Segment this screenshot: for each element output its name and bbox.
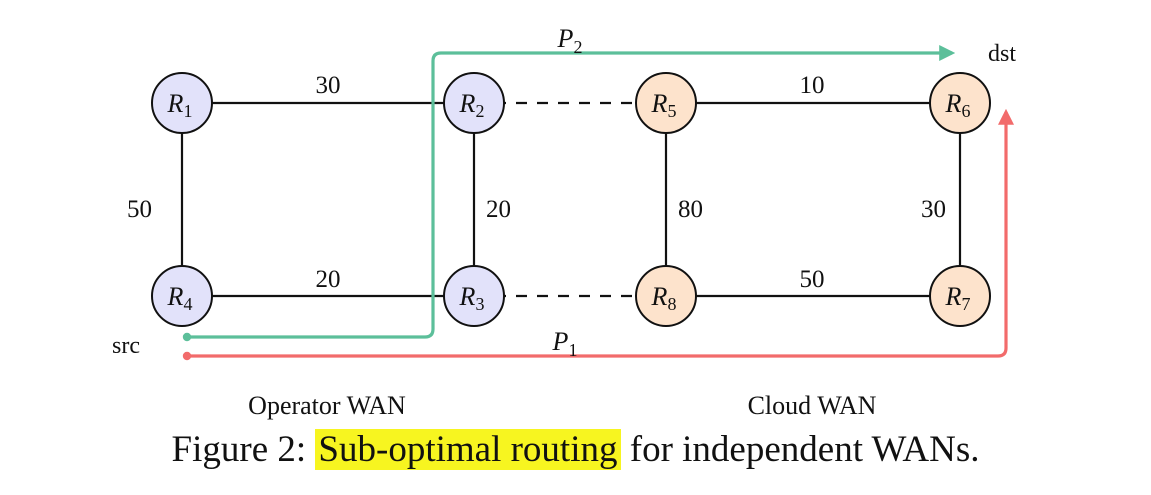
- operator-wan-label: Operator WAN: [248, 391, 406, 420]
- node-r2: R2: [443, 72, 505, 134]
- path-p1-start-dot: [182, 351, 192, 361]
- caption-prefix: Figure 2:: [171, 429, 316, 470]
- path-p2: [187, 45, 956, 339]
- node-r5: R5: [635, 72, 697, 134]
- node-circle: [443, 72, 505, 134]
- node-circle: [929, 72, 991, 134]
- path-letter: P: [557, 24, 574, 53]
- node-label: R3: [459, 282, 485, 314]
- node-subscript: 5: [667, 101, 676, 121]
- path-subscript: 1: [568, 340, 577, 360]
- node-letter: R: [651, 282, 668, 311]
- node-subscript: 1: [183, 101, 192, 121]
- edges: 30 50 20 20 10 80 30 50: [127, 72, 962, 298]
- node-subscript: 7: [961, 294, 970, 314]
- labels: src dst Operator WAN Cloud WAN: [112, 41, 1016, 420]
- edge-weight-r6-r7: 30: [921, 196, 946, 223]
- node-r3: R3: [443, 265, 505, 327]
- edge-weight-r5-r8: 80: [678, 196, 703, 223]
- edge-weight-r5-r6: 10: [800, 72, 825, 99]
- node-r1: R1: [151, 72, 213, 134]
- caption-suffix: for independent WANs.: [620, 429, 980, 470]
- cloud-wan-label: Cloud WAN: [748, 391, 877, 420]
- node-letter: R: [945, 89, 962, 118]
- path-p2-start-dot: [182, 332, 192, 342]
- edge-weight-r8-r7: 50: [800, 266, 825, 293]
- node-circle: [151, 72, 213, 134]
- dst-label: dst: [988, 41, 1016, 67]
- edge-weight-r1-r4: 50: [127, 196, 152, 223]
- node-r6: R6: [929, 72, 991, 134]
- node-label: R8: [651, 282, 677, 314]
- node-letter: R: [459, 89, 476, 118]
- node-circle: [635, 72, 697, 134]
- node-r7: R7: [929, 265, 991, 327]
- path-p1: [187, 108, 1014, 358]
- figure-caption: Figure 2: Sub-optimal routing for indepe…: [0, 428, 1151, 471]
- node-label: R2: [459, 89, 485, 121]
- node-circle: [151, 265, 213, 327]
- caption-highlight: Sub-optimal routing: [315, 429, 621, 470]
- node-subscript: 3: [475, 294, 484, 314]
- node-circle: [443, 265, 505, 327]
- node-label: R4: [167, 282, 193, 314]
- node-letter: R: [459, 282, 476, 311]
- node-subscript: 6: [961, 101, 970, 121]
- node-r8: R8: [635, 265, 697, 327]
- node-subscript: 2: [475, 101, 484, 121]
- path-label-p1: P1: [552, 327, 578, 360]
- path-letter: P: [552, 327, 569, 356]
- node-label: R7: [945, 282, 971, 314]
- node-letter: R: [167, 282, 184, 311]
- node-label: R5: [651, 89, 677, 121]
- node-circle: [635, 265, 697, 327]
- node-subscript: 4: [183, 294, 192, 314]
- node-r4: R4: [151, 265, 213, 327]
- node-label: R1: [167, 89, 193, 121]
- src-label: src: [112, 333, 140, 359]
- node-letter: R: [167, 89, 184, 118]
- edge-weight-r1-r2: 30: [316, 72, 341, 99]
- edge-weight-r2-r3: 20: [486, 196, 511, 223]
- node-subscript: 8: [667, 294, 676, 314]
- edge-weight-r4-r3: 20: [316, 266, 341, 293]
- node-letter: R: [945, 282, 962, 311]
- node-label: R6: [945, 89, 971, 121]
- node-circle: [929, 265, 991, 327]
- path-subscript: 2: [573, 37, 582, 57]
- path-label-p2: P2: [557, 24, 583, 57]
- node-letter: R: [651, 89, 668, 118]
